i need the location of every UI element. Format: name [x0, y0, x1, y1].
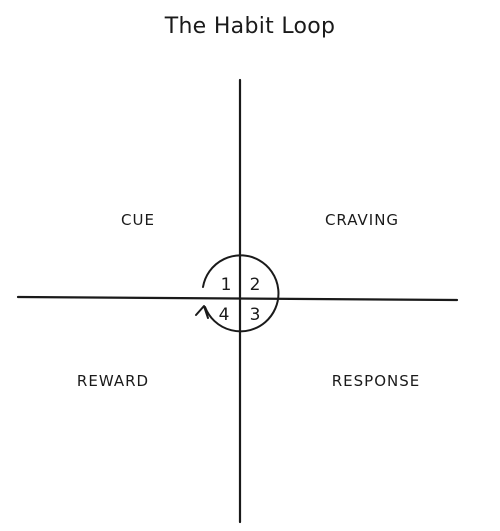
quadrant-label-cue: CUE — [121, 211, 155, 229]
loop-step-3: 3 — [250, 305, 261, 325]
horizontal-axis — [16, 295, 459, 302]
loop-circle — [202, 254, 280, 333]
loop-step-2: 2 — [250, 275, 261, 295]
diagram-title: The Habit Loop — [164, 14, 336, 39]
quadrant-label-response: RESPONSE — [332, 372, 421, 390]
quadrant-label-craving: CRAVING — [325, 211, 399, 229]
loop-step-1: 1 — [221, 275, 232, 295]
quadrant-label-reward: REWARD — [77, 372, 149, 390]
loop-arrowhead-icon — [195, 305, 209, 319]
loop-step-4: 4 — [219, 305, 230, 325]
